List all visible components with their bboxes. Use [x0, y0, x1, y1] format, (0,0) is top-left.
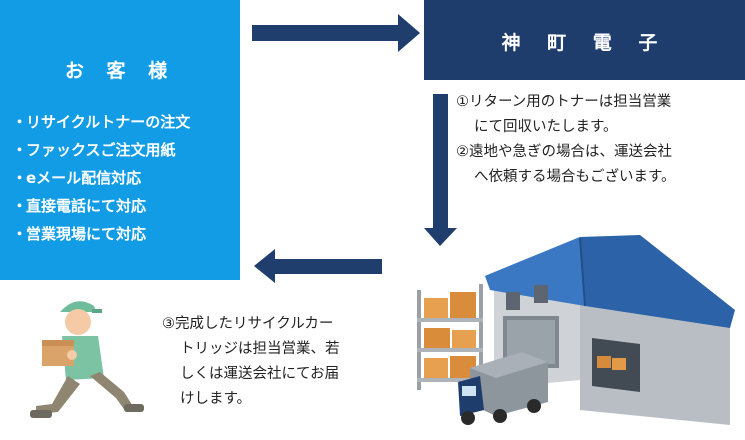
list-item: ・リサイクルトナーの注文: [12, 113, 191, 131]
note-3-line-1: ③完成したリサイクルカー: [162, 316, 334, 332]
note-1-line-1: ①リターン用のトナーは担当営業: [456, 94, 672, 110]
delivery-person-icon: [30, 301, 144, 418]
note-1: ①リターン用のトナーは担当営業 にて回収いたします。: [456, 90, 671, 140]
note-3: ③完成したリサイクルカー トリッジは担当営業、若 しくは運送会社にてお届 けしま…: [162, 312, 340, 412]
boxes-icon: [417, 284, 483, 390]
note-3-line-2: トリッジは担当営業、若: [180, 341, 340, 357]
arrow-left-icon: [254, 249, 382, 283]
list-item-label: eメール配信対応: [26, 169, 142, 187]
company-title: 神 町 電 子: [501, 32, 668, 54]
list-item: ・eメール配信対応: [12, 169, 142, 187]
list-item-label: ファックスご注文用紙: [26, 141, 176, 159]
company-box: 神 町 電 子: [424, 0, 745, 80]
arrow-right-icon: [252, 14, 420, 52]
warehouse-icon: [485, 235, 735, 425]
customer-order-methods: ・リサイクルトナーの注文 ・ファックスご注文用紙 ・eメール配信対応 ・直接電話…: [12, 108, 190, 248]
note-2-line-1: ②遠地や急ぎの場合は、運送会社: [456, 144, 672, 160]
arrow-down-icon: [424, 94, 457, 246]
note-1-line-2: にて回収いたします。: [474, 119, 618, 135]
list-item: ・営業現場にて対応: [12, 225, 147, 243]
customer-title: お 客 様: [64, 60, 176, 82]
customer-box: お 客 様 ・リサイクルトナーの注文 ・ファックスご注文用紙 ・eメール配信対応…: [0, 0, 240, 280]
list-item-label: 直接電話にて対応: [26, 197, 147, 215]
list-item: ・直接電話にて対応: [12, 197, 147, 215]
note-2: ②遠地や急ぎの場合は、運送会社 へ依頼する場合もございます。: [456, 140, 676, 190]
list-item: ・ファックスご注文用紙: [12, 141, 176, 159]
list-item-label: リサイクルトナーの注文: [26, 113, 191, 131]
note-3-line-3: しくは運送会社にてお届: [180, 366, 340, 382]
truck-icon: [458, 352, 548, 425]
list-item-label: 営業現場にて対応: [26, 225, 147, 243]
note-2-line-2: へ依頼する場合もございます。: [474, 169, 676, 185]
note-3-line-4: けします。: [180, 391, 252, 407]
